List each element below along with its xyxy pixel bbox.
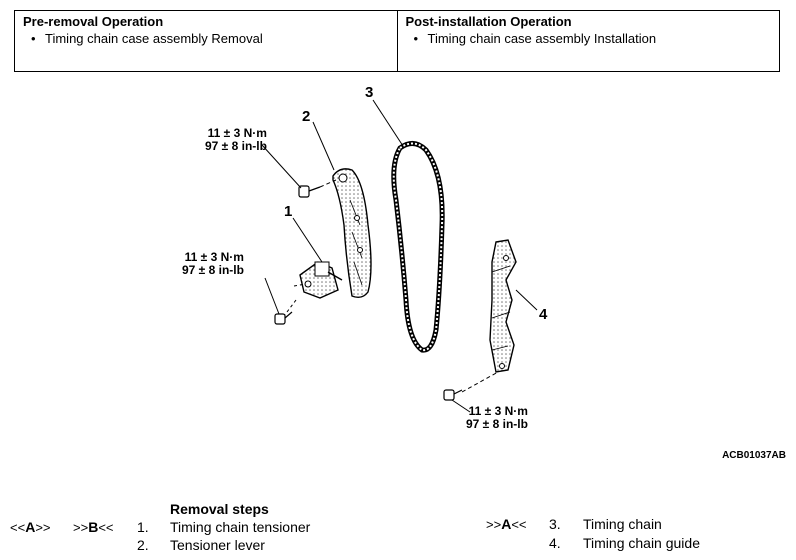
part-number-1: 1 (284, 203, 293, 220)
step-3-label: Timing chain (583, 516, 662, 532)
torque-label-lever-bolt: 11 ± 3 N·m 97 ± 8 in-lb (205, 126, 267, 153)
operations-table: Pre-removal Operation •Timing chain case… (14, 10, 780, 72)
part-number-2: 2 (302, 108, 311, 125)
leader-line-2 (312, 121, 335, 171)
step-4-number: 4. (549, 535, 561, 551)
post-installation-heading: Post-installation Operation (405, 14, 572, 29)
pre-removal-heading: Pre-removal Operation (23, 14, 164, 29)
tensioner-lever-drawing (332, 168, 372, 299)
step-3-ref-a: >>A<< (486, 516, 527, 532)
leader-line-torque-4 (451, 399, 471, 413)
step-1-ref-a: <<A>> (10, 519, 51, 535)
leader-line-3 (372, 99, 404, 147)
lever-bolt-drawing (298, 179, 337, 198)
timing-chain-guide-drawing (443, 239, 517, 401)
post-installation-item: •Timing chain case assembly Installation (413, 31, 657, 46)
step-2-number: 2. (137, 537, 149, 553)
step-3-number: 3. (549, 516, 561, 532)
bullet-icon: • (31, 31, 36, 46)
part-number-4: 4 (539, 306, 548, 323)
torque-label-tensioner-bolt: 11 ± 3 N·m 97 ± 8 in-lb (182, 250, 244, 277)
leader-line-torque-1 (264, 277, 280, 315)
bullet-icon: • (413, 31, 419, 46)
timing-chain-tensioner-drawing (274, 261, 343, 325)
removal-steps-title: Removal steps (170, 501, 269, 517)
step-1-ref-b: >>B<< (73, 519, 114, 535)
post-installation-cell: Post-installation Operation •Timing chai… (396, 11, 780, 71)
leader-line-4 (515, 289, 538, 311)
step-2-label: Tensioner lever (170, 537, 265, 553)
pre-removal-item: •Timing chain case assembly Removal (31, 31, 263, 46)
step-4-label: Timing chain guide (583, 535, 700, 551)
figure-code: ACB01037AB (722, 450, 786, 461)
step-1-number: 1. (137, 519, 149, 535)
timing-chain-drawing (391, 141, 445, 353)
leader-line-1 (292, 217, 323, 263)
leader-line-torque-2 (261, 144, 302, 189)
torque-label-guide-bolt: 11 ± 3 N·m 97 ± 8 in-lb (466, 404, 528, 431)
pre-removal-cell: Pre-removal Operation •Timing chain case… (15, 11, 397, 71)
step-1-label: Timing chain tensioner (170, 519, 311, 535)
part-number-3: 3 (365, 84, 374, 101)
